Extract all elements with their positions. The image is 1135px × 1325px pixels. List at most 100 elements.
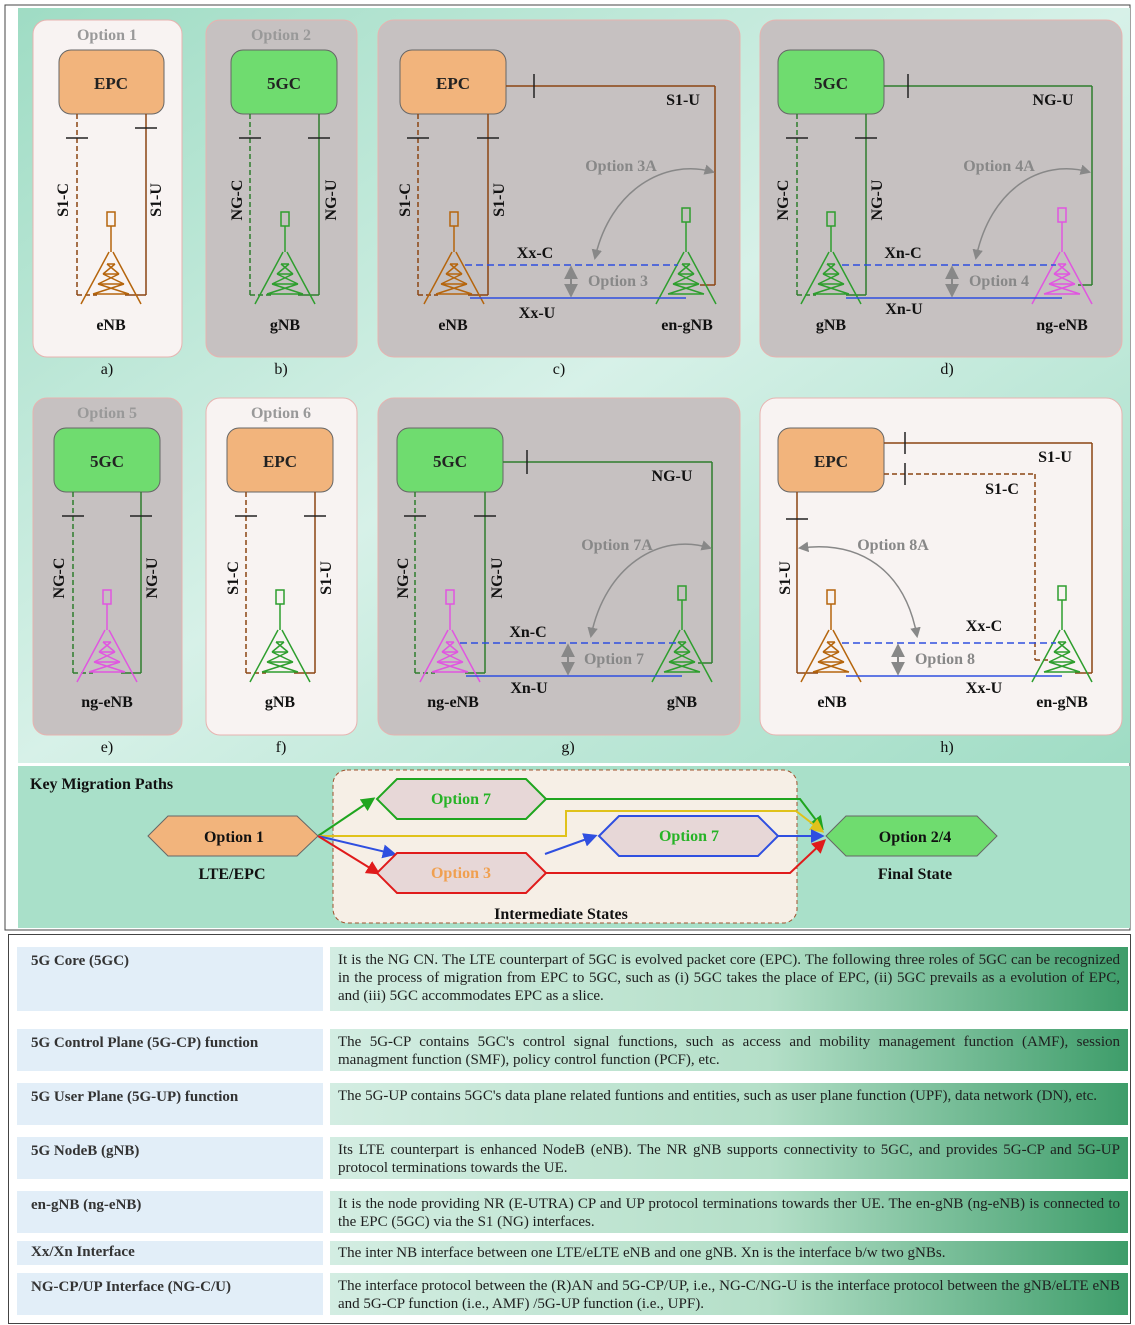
node-right-label: en-gNB: [661, 317, 713, 334]
end-option: Option 2/4: [879, 829, 951, 846]
definition-row: 5G NodeB (gNB) Its LTE counterpart is en…: [17, 1137, 1128, 1179]
node-label: gNB: [270, 317, 301, 334]
intermediate-top-option: Option 7: [431, 791, 491, 808]
user-interface-label: Xn-U: [510, 680, 548, 697]
left-interface-label: S1-U: [777, 561, 794, 595]
panel-c: EPC S1-U S1-C S1-U Xx-C Xx-U Option 3 Op…: [377, 19, 741, 378]
panel-caption: a): [101, 361, 113, 378]
node-right-label: ng-eNB: [1036, 317, 1088, 334]
left-interface-label: S1-C: [397, 183, 414, 217]
definition-text: The inter NB interface between one LTE/e…: [330, 1241, 1128, 1265]
node-right-label: gNB: [667, 694, 698, 711]
option-a-label: Option 8A: [857, 537, 929, 554]
right-interface-label: S1-U: [148, 183, 165, 217]
option-title: Option 1: [77, 27, 137, 44]
panel-caption: g): [561, 739, 574, 756]
core-label: 5GC: [90, 452, 124, 471]
definition-row: 5G Control Plane (5G-CP) function The 5G…: [17, 1029, 1128, 1071]
top-interface-label: NG-U: [652, 468, 693, 485]
ng-enb-tower-icon: [76, 589, 138, 683]
intermediate-bottom-option: Option 3: [431, 865, 491, 882]
definition-term: Xx/Xn Interface: [17, 1241, 323, 1265]
panel-f: Option 6 EPC S1-C S1-U gNB f): [205, 397, 358, 756]
ctrl-interface-label: Xx-C: [517, 245, 553, 262]
top-interface-label: NG-U: [1033, 92, 1074, 109]
node-right-label: en-gNB: [1036, 694, 1088, 711]
core-label: EPC: [814, 452, 848, 471]
nr-tower-icon: [800, 211, 862, 305]
definition-row: 5G Core (5GC) It is the NG CN. The LTE c…: [17, 947, 1128, 1011]
definition-term: 5G NodeB (gNB): [17, 1137, 323, 1179]
definition-term: en-gNB (ng-eNB): [17, 1191, 323, 1233]
panel-caption: d): [940, 361, 953, 378]
panel-caption: e): [101, 739, 113, 756]
left-interface-label: NG-C: [395, 558, 412, 599]
core-label: EPC: [263, 452, 297, 471]
panel-e: Option 5 5GC NG-C NG-U ng-eNB e): [32, 397, 183, 756]
intermediate-caption: Intermediate States: [494, 906, 628, 923]
user-interface-label: Xn-U: [885, 301, 923, 318]
option-title: Option 6: [251, 405, 311, 422]
ng-enb-tower-icon: [419, 589, 481, 683]
panel-g: 5GC NG-U NG-C NG-U Xn-C Xn-U Option 7 Op…: [377, 397, 741, 756]
option-title: Option 5: [77, 405, 137, 422]
lte-tower-icon: [423, 211, 485, 305]
left-interface-label: NG-C: [51, 558, 68, 599]
node-label: ng-eNB: [81, 694, 133, 711]
migration-options-diagram: Option 1 EPC S1-C S1-U eNB a) Option 2 5…: [4, 4, 1131, 931]
key-migration-paths: Key Migration Paths Intermediate States …: [30, 769, 998, 924]
left-interface-label: S1-C: [55, 183, 72, 217]
top-interface-label: S1-U: [666, 92, 700, 109]
end-caption: Final State: [878, 866, 952, 883]
definitions-table: 5G Core (5GC) It is the NG CN. The LTE c…: [8, 934, 1131, 1324]
nr-tower-icon: [254, 211, 316, 305]
top-control-interface-label: S1-C: [985, 481, 1019, 498]
node-left-label: eNB: [438, 317, 468, 334]
panel-caption: f): [276, 739, 287, 756]
right-interface-label: NG-U: [323, 179, 340, 220]
migration-heading: Key Migration Paths: [30, 776, 173, 793]
option-a-label: Option 3A: [585, 158, 657, 175]
left-interface-label: NG-C: [775, 180, 792, 221]
panel-d: 5GC NG-U NG-C NG-U Xn-C Xn-U Option 4 Op…: [759, 19, 1123, 378]
node-left-label: ng-eNB: [427, 694, 479, 711]
definition-text: The 5G-UP contains 5GC's data plane rela…: [330, 1083, 1128, 1125]
option-title: Option 2: [251, 27, 311, 44]
definition-row: en-gNB (ng-eNB) It is the node providing…: [17, 1191, 1128, 1233]
ctrl-interface-label: Xx-C: [966, 618, 1002, 635]
nr-tower-icon: [249, 589, 311, 683]
start-caption: LTE/EPC: [199, 866, 266, 883]
ctrl-interface-label: Xn-C: [884, 245, 921, 262]
top-user-interface-label: S1-U: [1038, 449, 1072, 466]
right-interface-label: NG-U: [869, 179, 886, 220]
option-label: Option 4: [969, 273, 1029, 290]
definition-row: 5G User Plane (5G-UP) function The 5G-UP…: [17, 1083, 1128, 1125]
option-a-label: Option 4A: [963, 158, 1035, 175]
nr-tower-icon: [1031, 585, 1093, 683]
definition-text: The 5G-CP contains 5GC's control signal …: [330, 1029, 1128, 1071]
panel-caption: b): [274, 361, 287, 378]
option-label: Option 7: [584, 651, 644, 668]
definition-term: 5G User Plane (5G-UP) function: [17, 1083, 323, 1125]
right-interface-label: NG-U: [144, 557, 161, 598]
panel-caption: c): [553, 361, 565, 378]
node-left-label: gNB: [816, 317, 847, 334]
left-interface-label: NG-C: [229, 180, 246, 221]
node-left-label: eNB: [817, 694, 847, 711]
definition-text: Its LTE counterpart is enhanced NodeB (e…: [330, 1137, 1128, 1179]
panel-h: EPC S1-U S1-C S1-U Xx-C Xx-U Option 8 Op…: [759, 397, 1123, 756]
core-label: 5GC: [267, 74, 301, 93]
definition-row: NG-CP/UP Interface (NG-C/U) The interfac…: [17, 1273, 1128, 1315]
definition-row: Xx/Xn Interface The inter NB interface b…: [17, 1241, 1128, 1265]
panel-b: Option 2 5GC NG-C NG-U gNB b): [205, 19, 358, 378]
right-interface-label: S1-U: [318, 561, 335, 595]
definition-text: The interface protocol between the (R)AN…: [330, 1273, 1128, 1315]
option-label: Option 8: [915, 651, 975, 668]
right-interface-label: S1-U: [491, 183, 508, 217]
core-label: 5GC: [433, 452, 467, 471]
core-label: 5GC: [814, 74, 848, 93]
option-a-label: Option 7A: [581, 537, 653, 554]
node-label: eNB: [96, 317, 126, 334]
core-label: EPC: [436, 74, 470, 93]
left-interface-label: S1-C: [225, 561, 242, 595]
